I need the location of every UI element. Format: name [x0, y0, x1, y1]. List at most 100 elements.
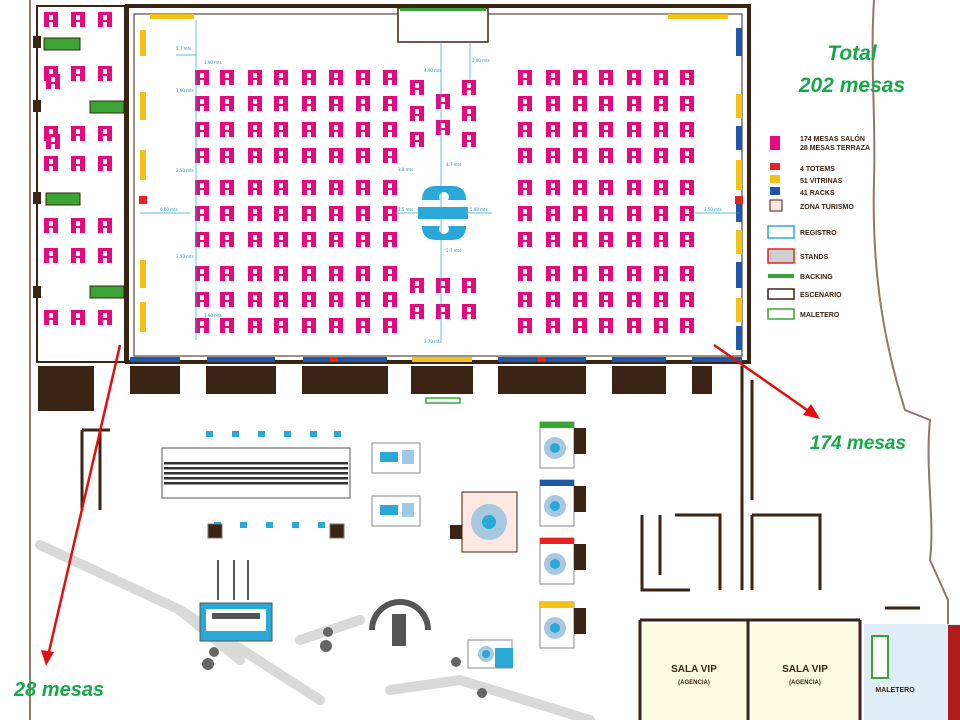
table [518, 180, 532, 195]
terrace-backings [33, 36, 125, 299]
table [627, 206, 641, 221]
backing-icon [768, 274, 794, 278]
table [462, 80, 476, 95]
edge-band [948, 625, 960, 720]
annotations: Total 202 mesas 174 mesas 28 mesas [13, 42, 906, 701]
legend-label: 41 RACKS [800, 190, 835, 197]
table [680, 96, 694, 111]
lobby-stands [539, 421, 586, 649]
table [654, 96, 668, 111]
stand-display [550, 443, 560, 453]
table [654, 122, 668, 137]
table [599, 148, 613, 163]
table [220, 148, 234, 163]
svg-text:3.70 mts: 3.70 mts [424, 339, 442, 344]
table [248, 70, 262, 85]
table [44, 310, 58, 325]
table [274, 70, 288, 85]
table [248, 292, 262, 307]
table [220, 266, 234, 281]
table [546, 292, 560, 307]
legend-label: ZONA TURISMO [800, 204, 854, 211]
legend-item-vitrina-yellow: 51 VITRINAS [770, 175, 843, 185]
table [195, 232, 209, 247]
arc-sculpture [369, 599, 431, 646]
table [573, 232, 587, 247]
table [573, 206, 587, 221]
table [680, 318, 694, 333]
maletero-label: MALETERO [875, 687, 915, 694]
stand-backing [540, 538, 574, 544]
table [410, 132, 424, 147]
table [356, 318, 370, 333]
table [410, 106, 424, 121]
table [195, 96, 209, 111]
svg-text:5.88 mts: 5.88 mts [470, 207, 488, 212]
legend-item-backing: BACKING [768, 274, 833, 281]
vitrina [140, 260, 146, 288]
table [220, 206, 234, 221]
table [302, 206, 316, 221]
table [654, 206, 668, 221]
table [302, 96, 316, 111]
table [98, 156, 112, 171]
counter-stripe [164, 477, 348, 480]
table [195, 122, 209, 137]
escenario-icon [767, 288, 795, 300]
rack [736, 28, 742, 56]
registro-chair [284, 431, 291, 437]
table [518, 148, 532, 163]
table [248, 148, 262, 163]
table [573, 266, 587, 281]
stand-display [550, 501, 560, 511]
svg-text:1.90 mts: 1.90 mts [176, 88, 194, 93]
table [274, 122, 288, 137]
table [329, 206, 343, 221]
table [302, 266, 316, 281]
svg-text:2.50 mts: 2.50 mts [176, 168, 194, 173]
table [627, 292, 641, 307]
registro-chair [334, 431, 341, 437]
legend-label: REGISTRO [800, 230, 837, 237]
table [383, 96, 397, 111]
registro-chair [292, 522, 299, 528]
terrace-count: 28 mesas [13, 679, 104, 701]
svg-text:5.7 mts: 5.7 mts [446, 248, 461, 253]
table [383, 206, 397, 221]
table [248, 232, 262, 247]
table [98, 248, 112, 263]
table [46, 74, 60, 89]
table [462, 278, 476, 293]
svg-text:5.7 mts: 5.7 mts [176, 46, 191, 51]
pillars [202, 627, 487, 698]
table [356, 292, 370, 307]
table [654, 70, 668, 85]
svg-text:3.5 mts: 3.5 mts [398, 207, 413, 212]
table [599, 206, 613, 221]
total-label: Total [827, 42, 878, 65]
vitrina-icon [770, 175, 780, 183]
table [329, 318, 343, 333]
table [546, 148, 560, 163]
table [71, 12, 85, 27]
table [627, 122, 641, 137]
registro-chair [318, 522, 325, 528]
table [383, 148, 397, 163]
table [680, 122, 694, 137]
total-value: 202 mesas [798, 74, 905, 97]
stand-backing [540, 480, 574, 486]
table [546, 232, 560, 247]
table [654, 180, 668, 195]
legend-label: 28 MESAS TERRAZA [800, 145, 870, 152]
vitrina [140, 150, 146, 180]
registration-booths [371, 442, 421, 527]
totem-icon [770, 163, 780, 170]
table [573, 96, 587, 111]
counter-stripe [164, 482, 348, 485]
annotation-arrows [41, 343, 820, 666]
table [98, 12, 112, 27]
table [98, 218, 112, 233]
legend-item-zona-turismo: ZONA TURISMO [769, 199, 854, 212]
terrace-tables [44, 12, 112, 325]
